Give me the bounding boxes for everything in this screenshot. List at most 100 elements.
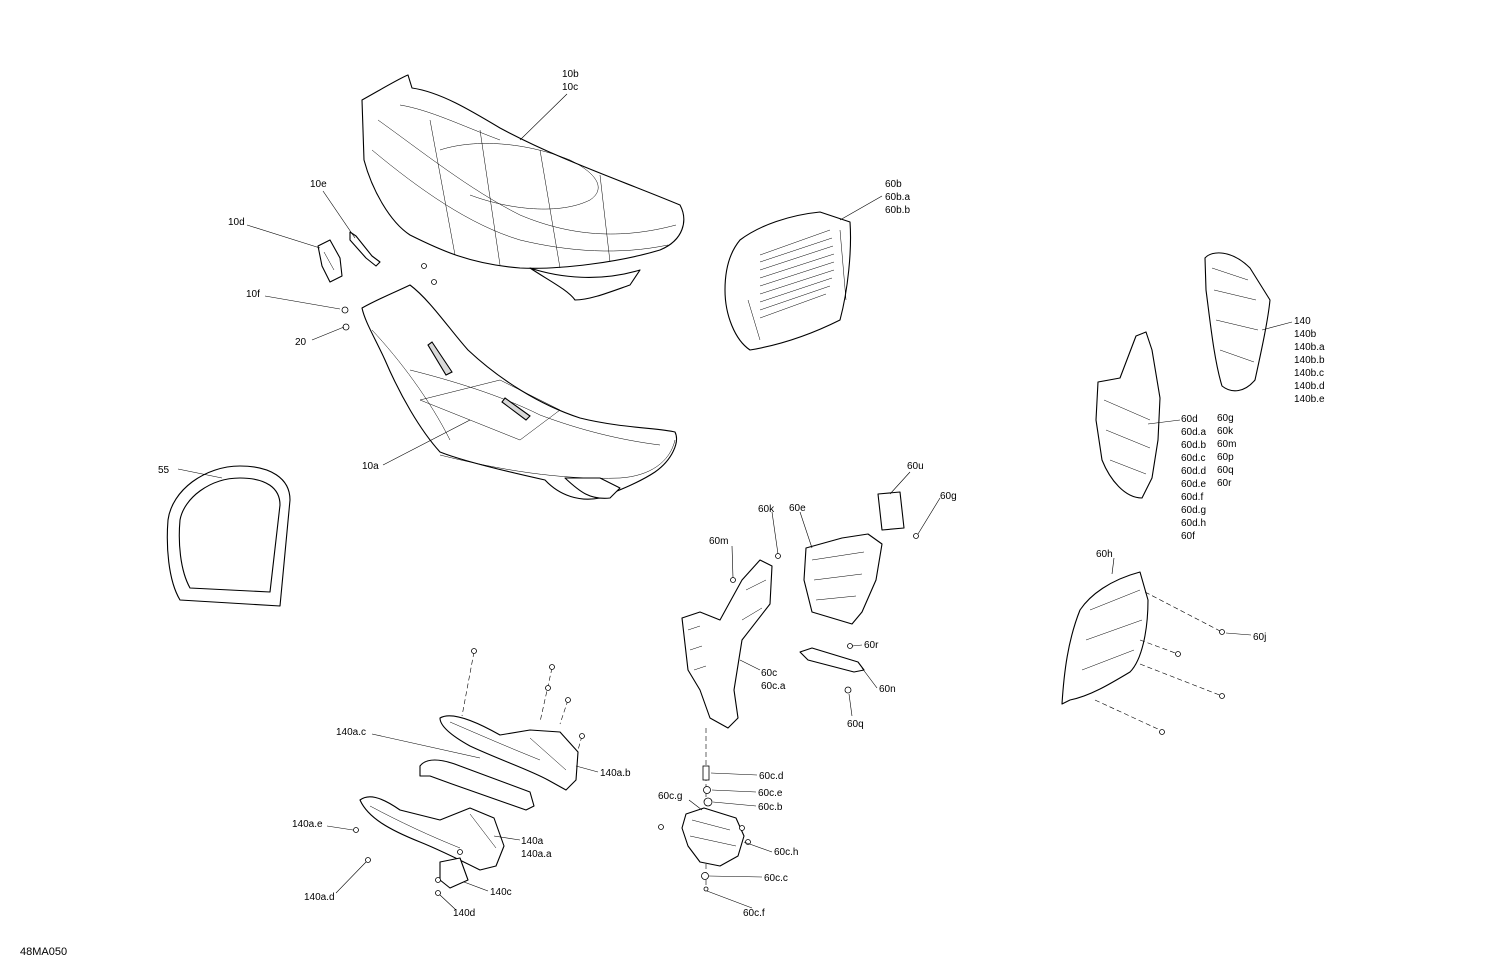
screw-140ab-d[interactable]: [565, 697, 571, 703]
callout-part-number[interactable]: 60d.b: [1181, 440, 1207, 451]
screw-10f[interactable]: [341, 306, 349, 314]
callout-part-number[interactable]: 10d: [228, 217, 245, 228]
screw-140ad[interactable]: [365, 857, 371, 863]
callout-part-number[interactable]: 60k: [1217, 426, 1234, 437]
bracket-60n-part[interactable]: [799, 647, 865, 673]
callout-part-number[interactable]: 140a.b: [600, 768, 631, 779]
callout-part-number[interactable]: 60n: [879, 684, 896, 695]
callout-part-number[interactable]: 10b: [562, 69, 579, 80]
callout-part-number[interactable]: 60p: [1217, 452, 1234, 463]
callout-part-number[interactable]: 60c.f: [743, 908, 765, 919]
panel-60e-part[interactable]: [803, 533, 883, 625]
callout-part-number[interactable]: 60d.c: [1181, 453, 1206, 464]
callout-part-number[interactable]: 10a: [362, 461, 379, 472]
callout-part-number[interactable]: 60k: [758, 504, 775, 515]
callout-part-number[interactable]: 60c.a: [761, 681, 786, 692]
screw-140ab-c[interactable]: [545, 685, 551, 691]
callout-part-number[interactable]: 60c.h: [774, 847, 799, 858]
callout-part-number[interactable]: 60d.d: [1181, 466, 1207, 477]
cover-140a-part[interactable]: [359, 796, 505, 871]
callout-part-number[interactable]: 10e: [310, 179, 327, 190]
callout-part-number[interactable]: 60d.g: [1181, 505, 1207, 516]
callout-part-number[interactable]: 140a.a: [521, 849, 552, 860]
callout-part-number[interactable]: 60c: [761, 668, 778, 679]
callout-part-number[interactable]: 140d: [453, 908, 476, 919]
screw-140d-b[interactable]: [435, 890, 441, 896]
callout-part-number[interactable]: 60u: [907, 461, 924, 472]
callout-part-number[interactable]: 10f: [246, 289, 260, 300]
callout-part-number[interactable]: 60b.a: [885, 192, 911, 203]
callout-part-number[interactable]: 60d: [1181, 414, 1198, 425]
handle-140ab-part[interactable]: [439, 715, 579, 791]
lower-bracket-60ch-part[interactable]: [681, 807, 745, 867]
screw-60h-d[interactable]: [1159, 729, 1165, 735]
washer-60cb[interactable]: [703, 797, 713, 807]
callout-part-number[interactable]: 60r: [1217, 478, 1232, 489]
screw-140ab-e[interactable]: [579, 733, 585, 739]
callout-part-number[interactable]: 140b.d: [1294, 381, 1325, 392]
callout-part-number[interactable]: 60c.e: [758, 788, 783, 799]
callout-part-number[interactable]: 60d.a: [1181, 427, 1207, 438]
screw-60q[interactable]: [844, 686, 852, 694]
callout-part-number[interactable]: 140a.d: [304, 892, 335, 903]
trim-140c-part[interactable]: [439, 857, 469, 889]
screw-60g[interactable]: [913, 533, 919, 539]
callout-part-number[interactable]: 60d.h: [1181, 518, 1207, 529]
decal-60u-part[interactable]: [877, 491, 905, 531]
screw-140d-a[interactable]: [435, 877, 441, 883]
seat-cushion-part[interactable]: [361, 74, 685, 301]
screw-60cf[interactable]: [703, 886, 709, 892]
screw-60cg[interactable]: [658, 824, 664, 830]
screw-140ab-b[interactable]: [549, 664, 555, 670]
nut-20[interactable]: [342, 323, 350, 331]
nut-60cc[interactable]: [701, 872, 709, 880]
bracket-10d-part[interactable]: [317, 239, 343, 283]
callout-part-number[interactable]: 60e: [789, 503, 806, 514]
screw-top-a[interactable]: [421, 263, 427, 269]
callout-part-number[interactable]: 140b.c: [1294, 368, 1325, 379]
screw-60h-b[interactable]: [1175, 651, 1181, 657]
screw-60j[interactable]: [1219, 629, 1225, 635]
callout-part-number[interactable]: 60d.e: [1181, 479, 1207, 490]
screw-top-b[interactable]: [431, 279, 437, 285]
callout-part-number[interactable]: 140c: [490, 887, 512, 898]
screw-60h-c[interactable]: [1219, 693, 1225, 699]
callout-part-number[interactable]: 10c: [562, 82, 579, 93]
callout-part-number[interactable]: 55: [158, 465, 170, 476]
callout-part-number[interactable]: 140b.b: [1294, 355, 1325, 366]
panel-60d-part[interactable]: [1095, 331, 1161, 499]
seat-base-part[interactable]: [361, 284, 677, 500]
callout-part-number[interactable]: 20: [295, 337, 307, 348]
callout-part-number[interactable]: 60q: [847, 719, 864, 730]
seal-part[interactable]: [166, 465, 291, 607]
callout-part-number[interactable]: 60b: [885, 179, 902, 190]
screw-140ab-a[interactable]: [471, 648, 477, 654]
callout-part-number[interactable]: 140a: [521, 836, 544, 847]
screw-140ae[interactable]: [353, 827, 359, 833]
bracket-60c-part[interactable]: [681, 559, 773, 729]
callout-part-number[interactable]: 140b.e: [1294, 394, 1325, 405]
callout-part-number[interactable]: 60d.f: [1181, 492, 1204, 503]
callout-part-number[interactable]: 60c.b: [758, 802, 783, 813]
callout-part-number[interactable]: 60g: [1217, 413, 1234, 424]
callout-part-number[interactable]: 60j: [1253, 632, 1267, 643]
callout-part-number[interactable]: 60c.g: [658, 791, 683, 802]
callout-part-number[interactable]: 60c.c: [764, 873, 788, 884]
callout-part-number[interactable]: 60c.d: [759, 771, 784, 782]
bolt-60cd[interactable]: [702, 765, 710, 781]
panel-60h-part[interactable]: [1061, 571, 1149, 705]
callout-part-number[interactable]: 140b: [1294, 329, 1317, 340]
callout-part-number[interactable]: 60m: [1217, 439, 1237, 450]
callout-part-number[interactable]: 140a.c: [336, 727, 367, 738]
grab-strip-140ac-part[interactable]: [419, 759, 535, 811]
callout-part-number[interactable]: 60b.b: [885, 205, 911, 216]
callout-part-number[interactable]: 60f: [1181, 531, 1195, 542]
storage-box-60b-part[interactable]: [724, 211, 852, 351]
screw-140c[interactable]: [457, 849, 463, 855]
callout-part-number[interactable]: 60h: [1096, 549, 1113, 560]
callout-part-number[interactable]: 140a.e: [292, 819, 323, 830]
side-panel-140-part[interactable]: [1204, 252, 1271, 392]
clip-10e-part[interactable]: [349, 231, 381, 267]
nut-60ce[interactable]: [703, 786, 711, 794]
callout-part-number[interactable]: 140: [1294, 316, 1311, 327]
